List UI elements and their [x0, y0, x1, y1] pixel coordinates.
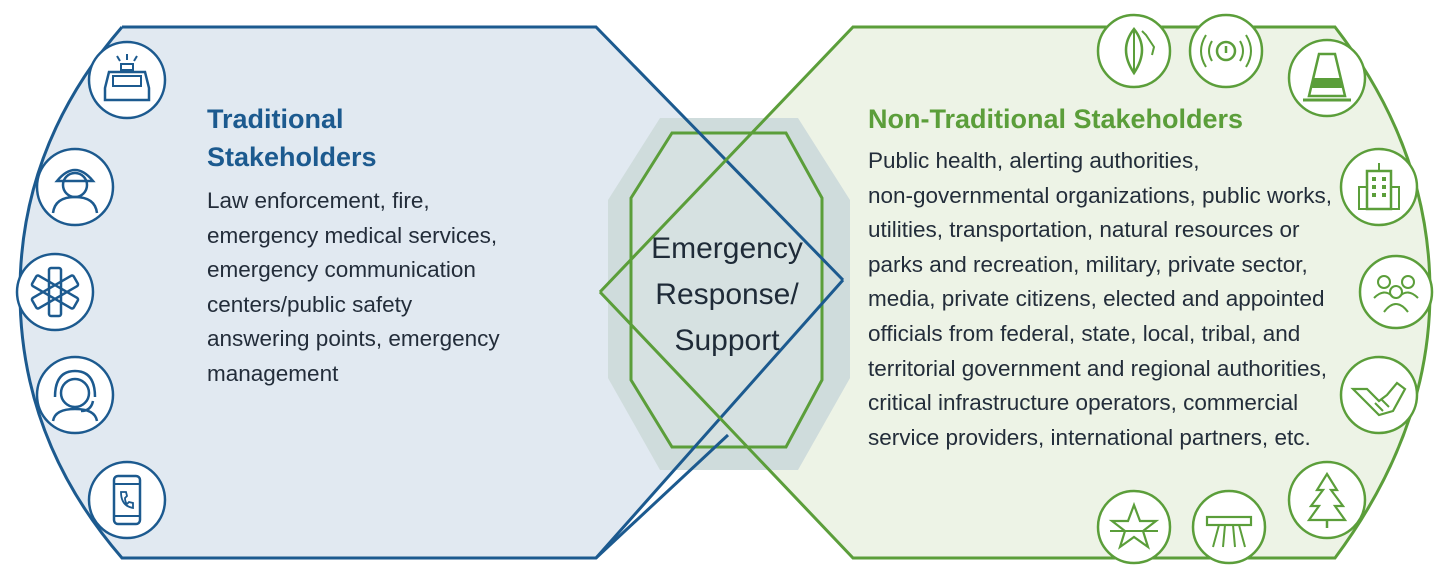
blue-connector — [594, 433, 730, 560]
traditional-title-line: Traditional — [207, 104, 344, 134]
non-traditional-description-line: Public health, alerting authorities, — [868, 148, 1200, 173]
traditional-description-line: answering points, emergency — [207, 326, 500, 352]
public-health-icon — [1096, 13, 1172, 89]
tree-icon — [1287, 460, 1367, 540]
non-traditional-description-line: service providers, international partner… — [868, 424, 1311, 450]
traffic-cone-icon — [1287, 38, 1367, 118]
group-icon — [1358, 254, 1434, 330]
non-traditional-description-line: media, private citizens, elected and app… — [868, 286, 1325, 312]
non-traditional-description-line: non-governmental organizations, public w… — [868, 182, 1332, 208]
non-traditional-description-line: critical infrastructure operators, comme… — [868, 390, 1299, 416]
traditional-title-line: Stakeholders — [207, 142, 377, 172]
non-traditional-description: Public health, alerting authorities, non… — [868, 144, 1332, 455]
non-traditional-description-line: utilities, transportation, natural resou… — [868, 217, 1300, 243]
non-traditional-description-line: territorial government and regional auth… — [868, 355, 1327, 381]
center-label: Emergency Response/ Support — [626, 226, 828, 364]
handshake-icon — [1339, 355, 1419, 435]
traditional-description-line: emergency medical services, — [207, 222, 498, 248]
headset-operator-icon — [35, 355, 115, 435]
mobile-phone-icon — [87, 460, 167, 540]
non-traditional-description-line: officials from federal, state, local, tr… — [868, 320, 1301, 346]
highway-icon — [1191, 489, 1267, 565]
traditional-description: Law enforcement, fire, emergency medical… — [207, 184, 500, 392]
center-label-line: Support — [674, 324, 780, 357]
building-icon — [1339, 147, 1419, 227]
alert-icon — [1188, 13, 1264, 89]
star-of-life-icon — [15, 252, 95, 332]
traditional-description-line: Law enforcement, fire, — [207, 188, 430, 213]
police-car-icon — [87, 40, 167, 120]
military-star-icon — [1096, 489, 1172, 565]
firefighter-icon — [35, 147, 115, 227]
center-label-line: Emergency — [651, 232, 803, 265]
traditional-description-line: emergency communication — [207, 257, 476, 283]
non-traditional-title: Non-Traditional Stakeholders — [868, 104, 1244, 134]
traditional-description-line: management — [207, 360, 339, 386]
center-label-line: Response/ — [655, 278, 799, 311]
non-traditional-description-line: parks and recreation, military, private … — [868, 251, 1308, 277]
traditional-title: Traditional Stakeholders — [207, 100, 377, 176]
traditional-description-line: centers/public safety — [207, 291, 413, 317]
